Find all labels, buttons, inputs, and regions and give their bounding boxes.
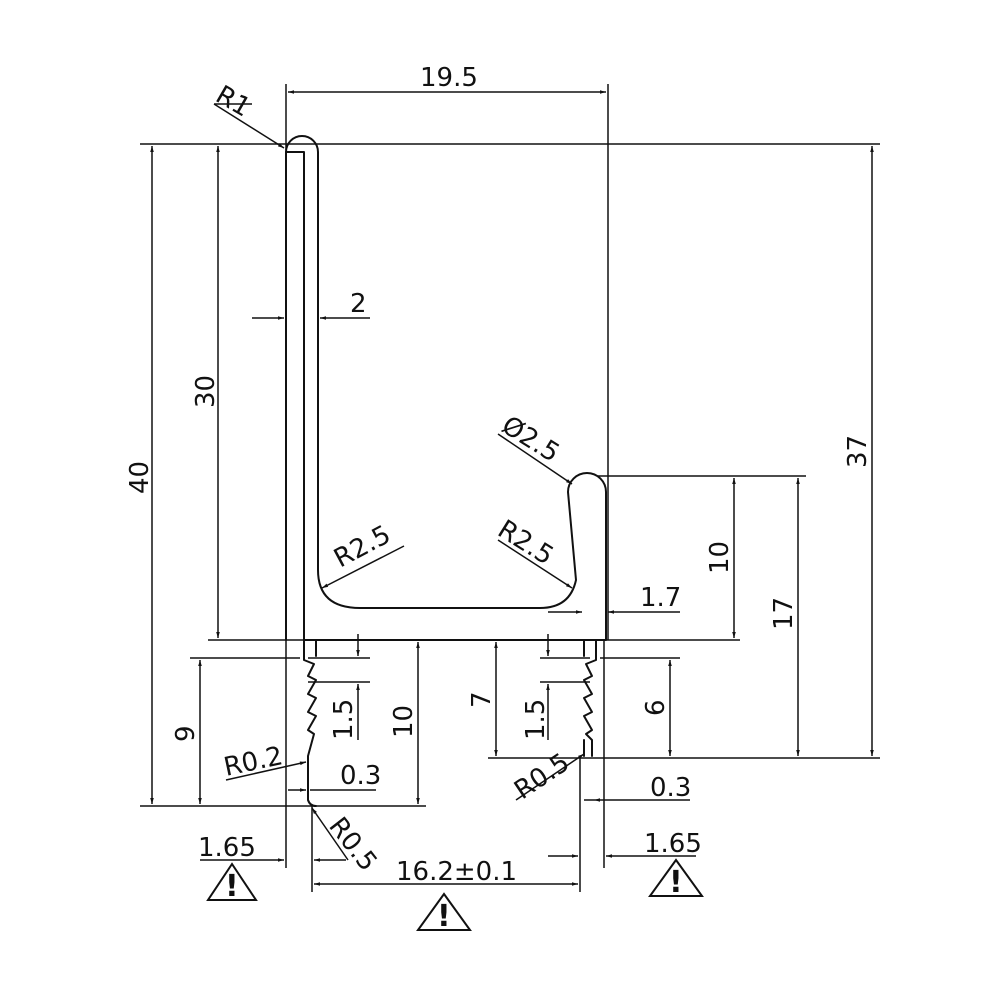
label-tolerance-left: 1.65 (198, 833, 256, 863)
extension-lines (140, 84, 880, 892)
label-wall-thickness: 2 (350, 289, 367, 319)
label-radius-top-corner: R1 (211, 80, 256, 123)
profile-outline (285, 135, 607, 807)
label-lip-diameter: Ø2.5 (496, 410, 564, 468)
label-overall-width: 19.5 (420, 63, 478, 93)
left-foot-serrated (303, 639, 317, 807)
label-radius-foot-right: R0.5 (509, 748, 575, 806)
svg-text:!: ! (225, 869, 239, 904)
label-height-total: 40 (125, 461, 155, 494)
warning-icon: ! (206, 862, 258, 904)
right-foot-serrated (583, 639, 597, 757)
profile-body (285, 135, 607, 641)
label-height-inner: 30 (191, 375, 221, 408)
dimension-labels: 19.5 R1 2 40 30 37 Ø2.5 R2.5 R2.5 10 17 … (125, 63, 873, 887)
label-height-right: 37 (843, 435, 873, 468)
svg-text:!: ! (437, 899, 451, 934)
label-right-leg-height: 6 (641, 699, 671, 716)
label-lip-thickness: 1.7 (640, 583, 681, 613)
label-tolerance-right: 1.65 (644, 829, 702, 859)
warning-icon: ! (416, 892, 472, 934)
label-right-wall-height: 17 (769, 597, 799, 630)
warning-icon: ! (648, 858, 704, 900)
label-radius-right-bottom: R2.5 (492, 514, 558, 571)
label-teeth-pitch-left: 1.5 (329, 699, 359, 740)
label-width-bottom: 16.2±0.1 (396, 857, 517, 887)
label-tooth-offset-right: 0.3 (650, 773, 691, 803)
svg-text:!: ! (669, 865, 683, 900)
label-right-leg-depth: 7 (467, 691, 497, 708)
label-left-leg-depth: 10 (389, 705, 419, 738)
label-lip-height: 10 (705, 541, 735, 574)
dimension-lines (150, 90, 874, 886)
warning-symbols: ! ! ! (206, 858, 704, 934)
label-teeth-pitch-right: 1.5 (521, 699, 551, 740)
label-radius-tooth: R0.2 (221, 741, 285, 783)
label-tooth-offset-left: 0.3 (340, 761, 381, 791)
label-radius-foot-left: R0.5 (322, 812, 382, 877)
label-left-leg-height: 9 (171, 725, 201, 742)
label-radius-left-bottom: R2.5 (329, 520, 396, 574)
